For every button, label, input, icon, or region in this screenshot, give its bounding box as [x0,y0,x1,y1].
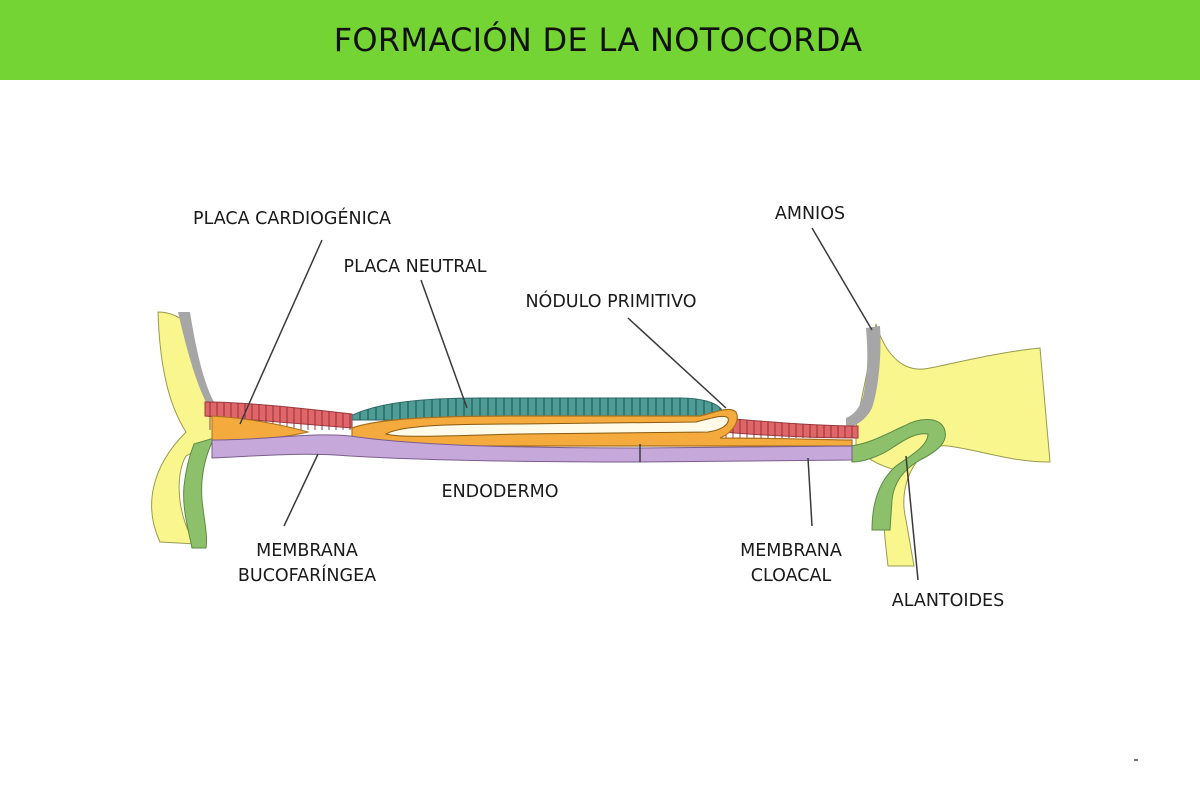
corner-mark [1134,759,1138,761]
header-bar: FORMACIÓN DE LA NOTOCORDA [0,0,1200,80]
label-alantoides: ALANTOIDES [892,591,1004,611]
label-endodermo: ENDODERMO [442,482,559,502]
ectoderm-left [151,311,215,545]
label-membrana-cloacal-2: CLOACAL [751,566,832,586]
label-placa-cardiogenica: PLACA CARDIOGÉNICA [193,207,391,229]
leader-nodulo-primitivo [627,317,727,409]
leader-membrana-bucofaringea [283,453,319,527]
label-membrana-bucofaringea-2: BUCOFARÍNGEA [238,564,376,586]
cardiogenic-hatch-left [209,402,351,430]
endoderm [211,434,853,463]
allantois [849,419,946,531]
amnios-left [178,312,214,406]
leader-amnios [811,227,873,331]
leader-alantoides [905,455,919,581]
leader-placa-cardiogenica [239,239,323,425]
leader-membrana-cloacal [807,457,813,527]
notochord-diagram: PLACA CARDIOGÉNICA PLACA NEUTRAL NÓDULO … [151,204,1051,611]
endoderm-green-left [183,437,215,549]
label-amnios: AMNIOS [775,204,845,224]
amnios-right [846,326,881,428]
label-membrana-cloacal-1: MEMBRANA [740,541,842,561]
notochord-canal [384,415,729,437]
label-placa-neutral: PLACA NEUTRAL [344,257,487,277]
label-membrana-bucofaringea-1: MEMBRANA [256,541,358,561]
leader-placa-neutral [420,279,468,409]
page-title: FORMACIÓN DE LA NOTOCORDA [333,21,863,59]
label-nodulo-primitivo: NÓDULO PRIMITIVO [525,290,696,312]
